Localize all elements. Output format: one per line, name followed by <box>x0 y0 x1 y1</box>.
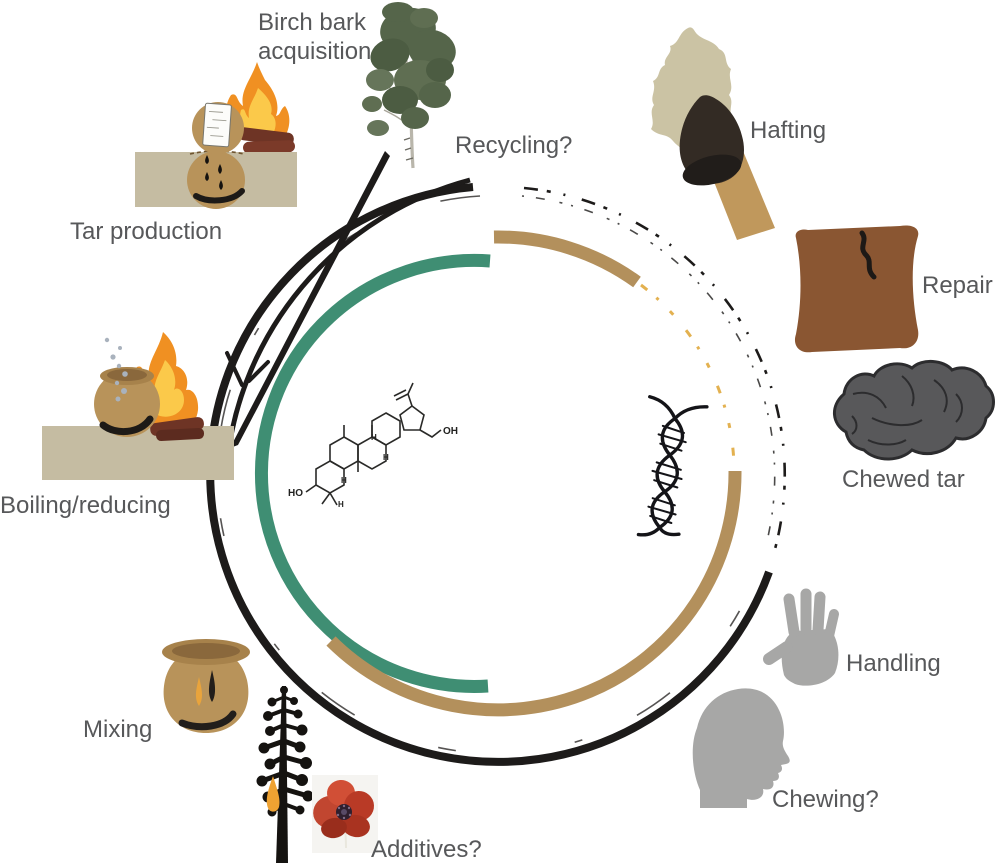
stage-label-recycling: Recycling? <box>455 132 573 159</box>
stage-label-chewing: Chewing? <box>772 786 879 813</box>
birch-tree-icon <box>362 2 456 169</box>
ho-label: HO <box>288 488 303 499</box>
tar-drop <box>205 155 209 164</box>
chewed-tar-lump-icon <box>833 360 995 461</box>
stage-label-handling: Handling <box>846 650 941 677</box>
mixing-pot-icon <box>162 639 250 733</box>
tar-drop <box>208 670 216 702</box>
stage-label-birch-bark-acquisition: Birch bark acquisition <box>258 9 372 65</box>
pot <box>94 371 160 437</box>
dna-helix-icon <box>636 395 709 537</box>
stage-label-chewed-tar: Chewed tar <box>842 466 965 493</box>
outer-black-ring <box>206 183 786 766</box>
hafted-point-icon <box>651 27 775 240</box>
stage-label-additives: Additives? <box>371 836 482 863</box>
stage-label-tar-production: Tar production <box>70 218 223 245</box>
tar-production-pots-icon <box>135 62 297 209</box>
stage-label-hafting: Hafting <box>750 117 827 144</box>
resin-drop <box>195 677 203 706</box>
stage-label-repair: Repair <box>922 272 993 299</box>
gold-dashed-arc <box>640 283 736 465</box>
h-label: H <box>383 453 389 462</box>
buried-pot <box>187 151 245 209</box>
oh-label: OH <box>443 426 458 437</box>
boiling-pot-icon <box>42 332 234 480</box>
tan-inner-ring <box>326 230 742 717</box>
h-label: H <box>338 500 344 509</box>
birch-bark-roll <box>202 102 232 148</box>
bubbles <box>104 337 128 402</box>
head-profile-icon <box>692 688 790 808</box>
stage-label-boiling-reducing: Boiling/reducing <box>0 492 171 519</box>
poppy-flower-icon <box>312 775 378 853</box>
pine-tree-icon <box>256 686 314 863</box>
green-inner-ring <box>254 253 491 693</box>
tar-filled-crack <box>859 230 877 280</box>
hand-icon <box>763 588 839 686</box>
betulin-structure: HO OH H H H H <box>288 382 458 509</box>
repaired-vessel-icon <box>794 225 919 353</box>
h-label: H <box>371 433 377 442</box>
recycling-arrow-icon <box>225 151 471 448</box>
h-label: H <box>341 476 347 485</box>
stage-label-mixing: Mixing <box>83 716 153 743</box>
resin-drop <box>266 776 280 812</box>
